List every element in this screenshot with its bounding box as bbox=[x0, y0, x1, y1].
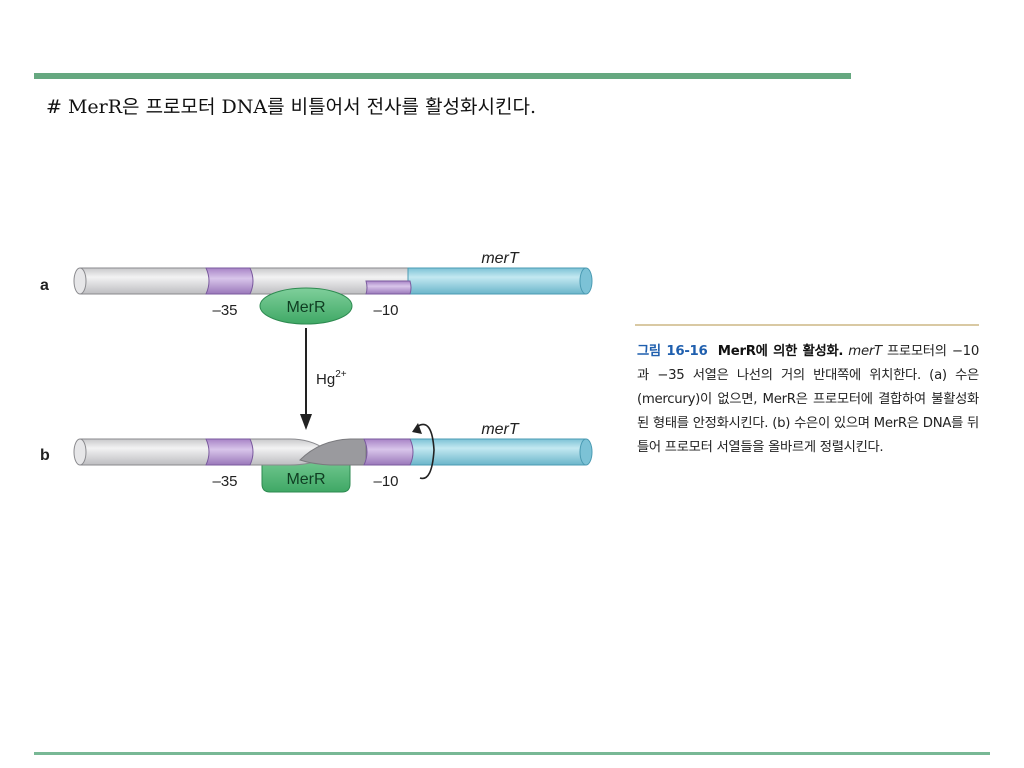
minus10-label-a: –10 bbox=[373, 302, 398, 319]
merr-label-b: MerR bbox=[286, 471, 325, 488]
caption-body: 프로모터의 −10과 −35 서열은 나선의 거의 반대쪽에 위치한다. (a)… bbox=[637, 344, 979, 455]
footer-rule bbox=[34, 752, 990, 755]
minus35-element-a bbox=[205, 267, 254, 295]
dna-strand-a bbox=[73, 267, 593, 295]
mercury-ion-label: Hg2+ bbox=[316, 369, 347, 388]
caption-rule bbox=[635, 324, 979, 326]
minus35-element-b bbox=[205, 438, 254, 466]
header-rule bbox=[34, 73, 851, 79]
slide-heading: # MerR은 프로모터 DNA를 비틀어서 전사를 활성화시킨다. bbox=[46, 96, 536, 118]
panel-a-label: a bbox=[40, 277, 49, 294]
merr-protein-a: MerR bbox=[259, 287, 353, 325]
minus10-label-b: –10 bbox=[373, 473, 398, 490]
figure-caption: 그림 16-16 MerR에 의한 활성화. merT 프로모터의 −10과 −… bbox=[637, 340, 979, 460]
merr-diagram: a MerR –35 –10 merT Hg2+ b MerR bbox=[40, 250, 593, 493]
minus35-label-b: –35 bbox=[212, 473, 237, 490]
twist-rotation-arrow bbox=[412, 423, 435, 480]
merr-label-a: MerR bbox=[286, 299, 325, 316]
gene-label-a: merT bbox=[481, 250, 520, 267]
dna-strand-b bbox=[73, 438, 593, 466]
minus10-element-a bbox=[365, 280, 412, 295]
figure-title: MerR에 의한 활성화. bbox=[717, 344, 844, 359]
mercury-arrow bbox=[300, 328, 312, 430]
figure-number: 그림 16-16 bbox=[637, 344, 708, 359]
minus35-label-a: –35 bbox=[212, 302, 237, 319]
gene-label-b: merT bbox=[481, 421, 520, 438]
minus10-element-b bbox=[363, 438, 414, 466]
panel-b-label: b bbox=[40, 447, 50, 464]
caption-gene: merT bbox=[848, 344, 882, 359]
